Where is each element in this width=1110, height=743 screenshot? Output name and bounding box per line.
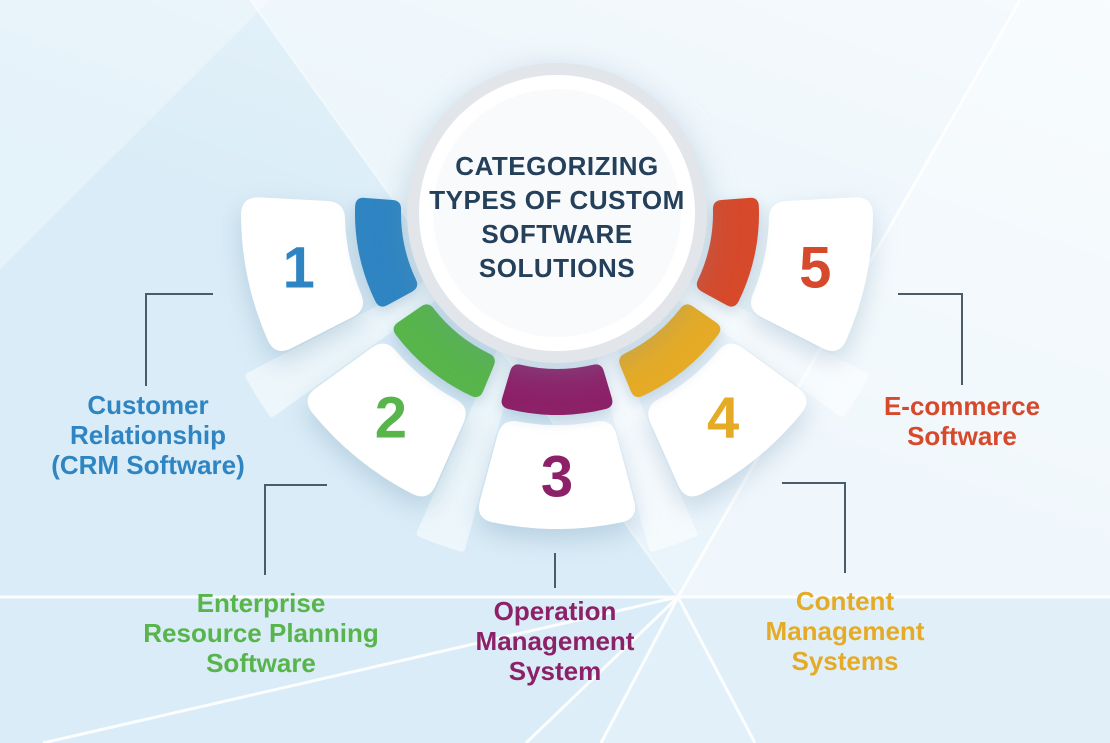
- connector-group: [145, 293, 963, 588]
- bg-sector: [601, 597, 755, 743]
- center-ring-inner: [433, 89, 681, 337]
- petal-gap-beam: [245, 282, 436, 418]
- petal-4-number: 4: [707, 386, 739, 451]
- label-operation-management: Operation Management System: [476, 596, 635, 686]
- label-line: Content: [795, 586, 895, 616]
- petal-gap-beam: [678, 282, 869, 418]
- label-crm-software: Customer Relationship (CRM Software): [51, 390, 245, 480]
- petal-2-arc: [393, 304, 495, 398]
- label-line: Enterprise: [196, 588, 326, 618]
- bg-sector: [0, 0, 270, 270]
- label-line: Customer: [87, 390, 209, 420]
- petal-gap-beam: [596, 349, 698, 552]
- petal-5-arc: [696, 197, 759, 307]
- petal-5-wedge: [750, 197, 873, 352]
- center-title: CATEGORIZING TYPES OF CUSTOM SOFTWARE SO…: [429, 149, 685, 285]
- label-line: Software: [907, 421, 1017, 451]
- title-line: SOFTWARE: [481, 219, 633, 249]
- bg-sector: [678, 0, 1110, 597]
- label-line: Resource Planning: [143, 618, 379, 648]
- connector-2: [264, 484, 327, 575]
- connector-4: [782, 482, 846, 573]
- petal-2-wedge: [307, 343, 466, 497]
- petal-4-wedge: [648, 343, 807, 497]
- petal-5-number: 5: [799, 235, 831, 300]
- label-line: Software: [206, 648, 316, 678]
- label-line: Systems: [791, 646, 899, 676]
- petal-1-wedge: [241, 197, 364, 352]
- petal-2-number: 2: [375, 386, 407, 451]
- label-line: System: [508, 656, 602, 686]
- title-line: TYPES OF CUSTOM: [429, 185, 685, 215]
- connector-1: [145, 293, 213, 386]
- label-line: Operation: [493, 596, 617, 626]
- petal-group: 1 2 3 4 5: [241, 197, 873, 552]
- connector-5: [898, 293, 963, 385]
- petal-4-arc: [619, 304, 721, 398]
- label-line: Relationship: [69, 420, 226, 450]
- label-line: E-commerce: [883, 391, 1041, 421]
- petal-3-wedge: [478, 420, 636, 529]
- title-line: SOLUTIONS: [478, 253, 636, 283]
- center-circle: [407, 63, 707, 363]
- bg-sector: [678, 597, 1110, 743]
- petal-1-arc: [355, 197, 418, 307]
- title-line: CATEGORIZING: [455, 151, 659, 181]
- label-line: (CRM Software): [51, 450, 245, 480]
- label-erp-software: Enterprise Resource Planning Software: [143, 588, 379, 678]
- petal-3-arc: [501, 364, 613, 415]
- petal-gap-beam: [416, 349, 518, 552]
- label-line: Management: [765, 616, 925, 646]
- label-line: Management: [475, 626, 635, 656]
- petal-1-number: 1: [283, 235, 315, 300]
- label-ecommerce-software: E-commerce Software: [884, 391, 1040, 451]
- label-content-management: Content Management Systems: [766, 586, 925, 676]
- petal-3-number: 3: [541, 445, 573, 510]
